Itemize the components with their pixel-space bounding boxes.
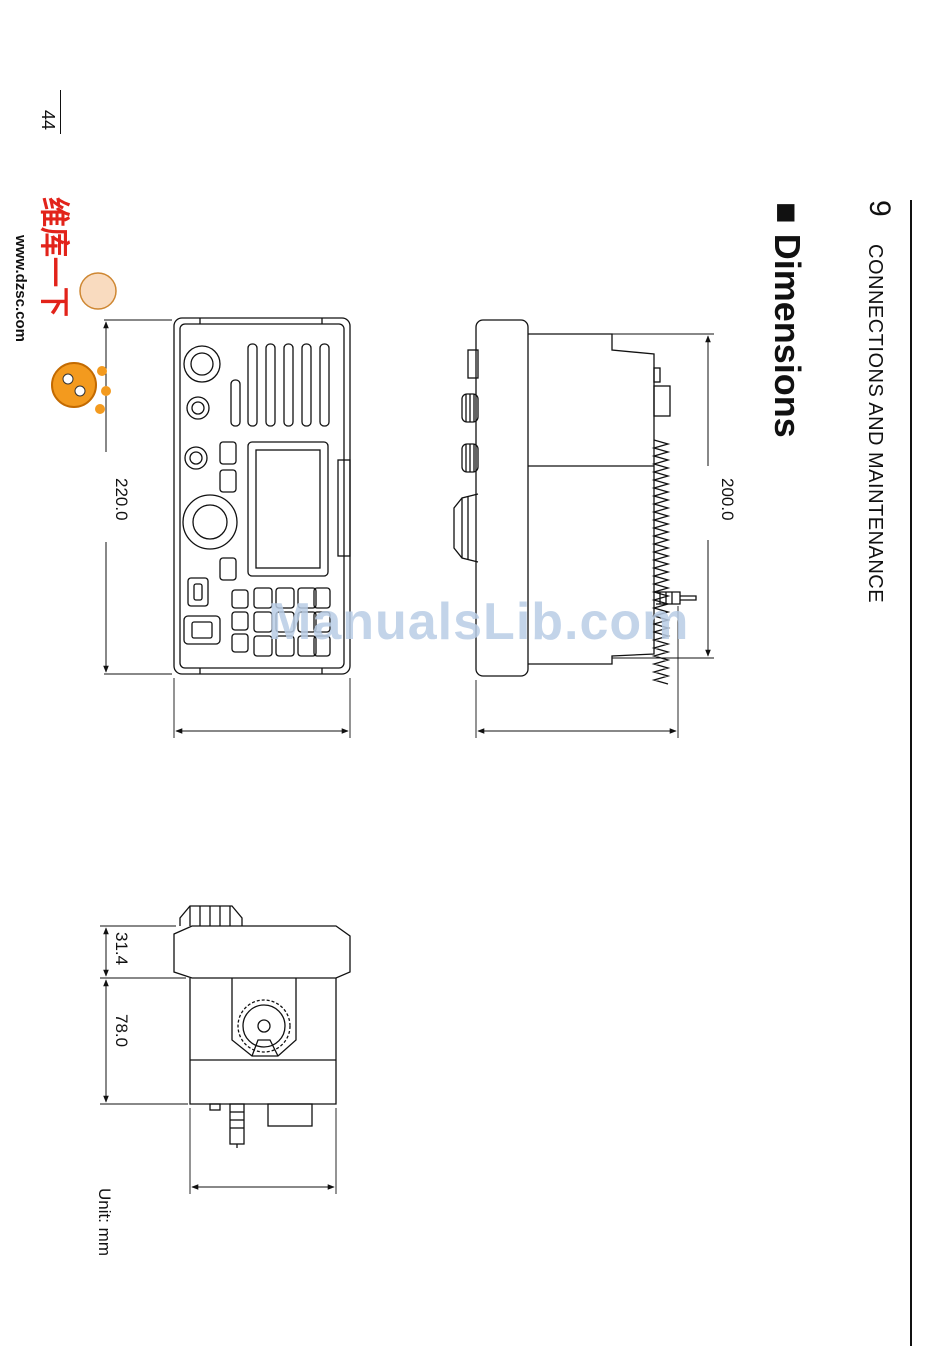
dim-front-height: 220.0 (112, 478, 131, 521)
unit-note: Unit: mm (94, 1188, 114, 1256)
logo-chars: 维库一下 (37, 197, 70, 317)
dzsc-logo: 维库一下 www.dzsc.com (8, 195, 120, 445)
logo-url: www.dzsc.com (12, 234, 29, 342)
dim-side-depth: 200.0 (718, 478, 737, 521)
speaker-grille (231, 344, 329, 426)
dim-bottom-body: 78.0 (112, 1014, 131, 1047)
front-view-drawing (104, 318, 350, 738)
side-view-drawing (454, 320, 714, 738)
manualslib-watermark: ManualsLib.com (268, 592, 689, 652)
bottom-view-drawing (100, 906, 350, 1194)
dim-bottom-panel: 31.4 (112, 932, 131, 965)
logo-mascot-icon (52, 363, 96, 407)
